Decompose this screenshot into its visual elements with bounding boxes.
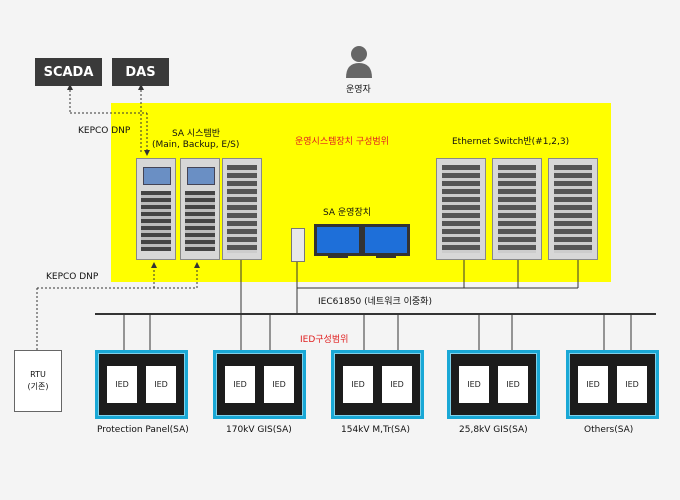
ied-group-label: 25,8kV GIS(SA) <box>459 425 528 435</box>
monitor-icon <box>314 224 362 256</box>
ied-scope-label: IED구성범위 <box>300 335 349 345</box>
das-box: DAS <box>112 58 169 86</box>
sa-panel-title: SA 시스템반 <box>172 129 221 139</box>
operator-icon <box>345 44 373 78</box>
ied-group-170kv-gis: IED IED <box>213 350 306 419</box>
sa-panel-subtitle: (Main, Backup, E/S) <box>152 140 240 150</box>
kepco-dnp-left-label: KEPCO DNP <box>46 272 99 282</box>
ied-box: IED <box>617 366 647 403</box>
ied-group-others: IED IED <box>566 350 659 419</box>
sa-scope-label: 운영시스템장치 구성범위 <box>295 137 389 147</box>
ied-box: IED <box>225 366 255 403</box>
monitor-stand-icon <box>328 253 348 258</box>
sa-es-rack <box>222 158 262 260</box>
switch-panel-title: Ethernet Switch반(#1,2,3) <box>452 137 570 147</box>
ethernet-switch-rack-2 <box>492 158 542 260</box>
scada-box: SCADA <box>35 58 102 86</box>
ied-box: IED <box>498 366 528 403</box>
sa-operation-unit-label: SA 운영장치 <box>323 208 372 218</box>
ied-box: IED <box>459 366 489 403</box>
ied-group-label: Others(SA) <box>584 425 634 435</box>
rtu-box: RTU (기존) <box>14 350 62 412</box>
ied-group-label: 154kV M,Tr(SA) <box>341 425 410 435</box>
ied-box: IED <box>264 366 294 403</box>
monitor-stand-icon <box>376 253 396 258</box>
ied-box: IED <box>382 366 412 403</box>
monitor-icon <box>362 224 410 256</box>
ied-box: IED <box>146 366 176 403</box>
ied-group-protection-panel: IED IED <box>95 350 188 419</box>
kepco-dnp-top-label: KEPCO DNP <box>78 126 131 136</box>
sa-backup-rack <box>180 158 220 260</box>
operator-label: 운영자 <box>346 85 371 95</box>
iec61850-bus-label: IEC61850 (네트워크 이중화) <box>318 297 432 307</box>
pc-tower-icon <box>291 228 305 262</box>
das-label: DAS <box>125 64 156 80</box>
ethernet-switch-rack-1 <box>436 158 486 260</box>
rtu-label: RTU <box>30 370 46 379</box>
ied-group-label: 170kV GIS(SA) <box>226 425 292 435</box>
ied-group-label: Protection Panel(SA) <box>97 425 189 435</box>
ied-box: IED <box>343 366 373 403</box>
ied-group-154kv-mtr: IED IED <box>331 350 424 419</box>
ied-box: IED <box>107 366 137 403</box>
sa-main-rack <box>136 158 176 260</box>
ied-group-25kv-gis: IED IED <box>447 350 540 419</box>
ied-box: IED <box>578 366 608 403</box>
ethernet-switch-rack-3 <box>548 158 598 260</box>
scada-label: SCADA <box>43 64 94 80</box>
rtu-sublabel: (기존) <box>27 382 49 391</box>
